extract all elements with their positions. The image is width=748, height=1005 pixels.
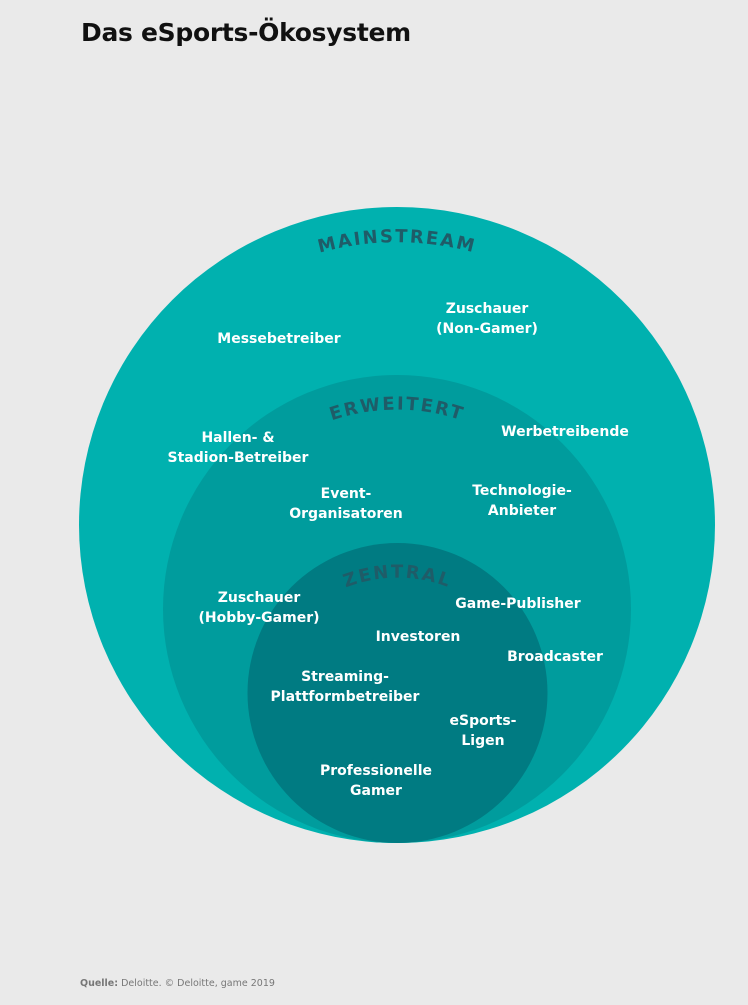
label-werbetreibende: Werbetreibende	[501, 424, 629, 440]
label-zuschauer-hobby-1: Zuschauer	[218, 590, 301, 606]
label-zuschauer-hobby-2: (Hobby-Gamer)	[198, 610, 319, 626]
label-zuschauer-non-gamer-1: Zuschauer	[446, 301, 529, 317]
label-zuschauer-non-gamer-2: (Non-Gamer)	[436, 321, 538, 337]
label-hallen-2: Stadion-Betreiber	[168, 450, 309, 466]
label-game-publisher: Game-Publisher	[455, 596, 580, 612]
page-title: Das eSports-Ökosystem	[81, 18, 411, 47]
label-streaming-1: Streaming-	[301, 669, 389, 685]
label-messebetreiber: Messebetreiber	[217, 331, 341, 347]
label-investoren: Investoren	[376, 629, 461, 645]
source-label: Quelle:	[80, 978, 119, 989]
label-event-2: Organisatoren	[289, 506, 403, 522]
source-text: Deloitte. © Deloitte, game 2019	[121, 978, 275, 989]
zentral-circle	[247, 543, 548, 843]
label-event-1: Event-	[321, 486, 372, 502]
label-streaming-2: Plattformbetreiber	[271, 689, 420, 705]
label-esports-ligen-1: eSports-	[450, 713, 517, 729]
label-broadcaster: Broadcaster	[507, 649, 603, 665]
label-professionelle-gamer-1: Professionelle	[320, 763, 432, 779]
source-note: Quelle: Deloitte. © Deloitte, game 2019	[80, 978, 275, 989]
label-technologie-2: Anbieter	[488, 503, 556, 519]
label-professionelle-gamer-2: Gamer	[350, 783, 402, 799]
label-hallen-1: Hallen- &	[201, 430, 274, 446]
label-technologie-1: Technologie-	[472, 483, 572, 499]
label-esports-ligen-2: Ligen	[461, 733, 504, 749]
